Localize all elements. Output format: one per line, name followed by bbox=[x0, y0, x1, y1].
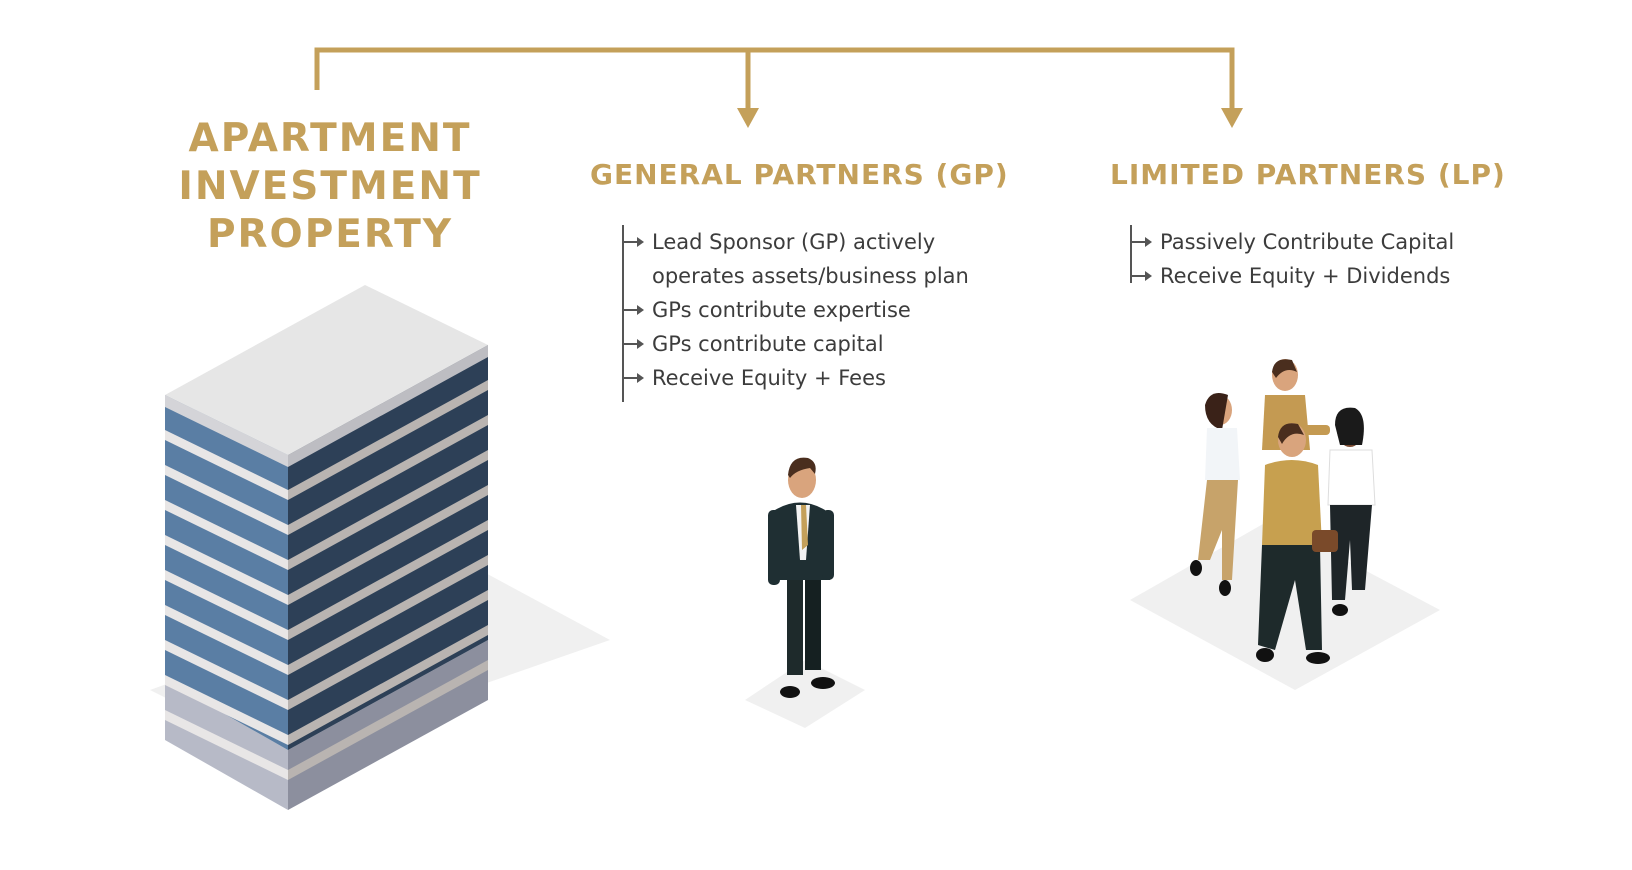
floor-band bbox=[288, 415, 488, 535]
gp-list: Lead Sponsor (GP) actively operates asse… bbox=[604, 225, 1024, 402]
arrow-icon bbox=[1130, 271, 1152, 281]
list-item: Lead Sponsor (GP) actively operates asse… bbox=[604, 225, 1024, 293]
list-item-label: Receive Equity + Dividends bbox=[1160, 264, 1451, 288]
floor-band bbox=[288, 555, 488, 675]
apartment-building-icon bbox=[150, 285, 610, 810]
gp-arrowhead bbox=[737, 108, 759, 128]
floor-band bbox=[288, 485, 488, 605]
arrow-icon bbox=[622, 339, 644, 349]
floor-band bbox=[165, 465, 288, 535]
floor-band bbox=[165, 675, 288, 745]
lp-arrowhead bbox=[1221, 108, 1243, 128]
property-title-line: APARTMENT bbox=[188, 116, 472, 161]
floor-band bbox=[288, 450, 488, 570]
investor-group-icon bbox=[1130, 359, 1440, 690]
floor-band bbox=[288, 660, 488, 780]
list-item-label: GPs contribute capital bbox=[652, 332, 884, 356]
list-item: Passively Contribute Capital bbox=[1112, 225, 1552, 259]
property-title-line: PROPERTY bbox=[206, 212, 454, 257]
property-title-line: INVESTMENT bbox=[178, 164, 482, 209]
floor-band bbox=[165, 710, 288, 780]
gp-title: GENERAL PARTNERS (GP) bbox=[590, 158, 1009, 191]
lp-title: LIMITED PARTNERS (LP) bbox=[1110, 158, 1506, 191]
floor-band bbox=[288, 380, 488, 500]
businessman-icon bbox=[745, 457, 865, 728]
list-item: Receive Equity + Dividends bbox=[1112, 259, 1552, 293]
arrow-icon bbox=[622, 305, 644, 315]
property-title: APARTMENT INVESTMENT PROPERTY bbox=[150, 115, 510, 259]
floor-band bbox=[165, 535, 288, 605]
list-item-label: Passively Contribute Capital bbox=[1160, 230, 1455, 254]
arrow-icon bbox=[622, 373, 644, 383]
list-item: Receive Equity + Fees bbox=[604, 361, 1024, 395]
floor-band bbox=[165, 570, 288, 640]
list-item-label: Receive Equity + Fees bbox=[652, 366, 886, 390]
arrow-icon bbox=[1130, 237, 1152, 247]
floor-band bbox=[165, 640, 288, 710]
list-item-label: GPs contribute expertise bbox=[652, 298, 911, 322]
lp-list: Passively Contribute Capital Receive Equ… bbox=[1112, 225, 1552, 293]
floor-band bbox=[165, 430, 288, 500]
arrow-icon bbox=[622, 237, 644, 247]
floor-band bbox=[165, 500, 288, 570]
floor-band bbox=[288, 625, 488, 745]
list-item: GPs contribute capital bbox=[604, 327, 1024, 361]
floor-band bbox=[165, 605, 288, 675]
floor-band bbox=[288, 590, 488, 710]
floor-band bbox=[288, 520, 488, 640]
list-item-label: Lead Sponsor (GP) actively operates asse… bbox=[652, 230, 969, 288]
list-item: GPs contribute expertise bbox=[604, 293, 1024, 327]
